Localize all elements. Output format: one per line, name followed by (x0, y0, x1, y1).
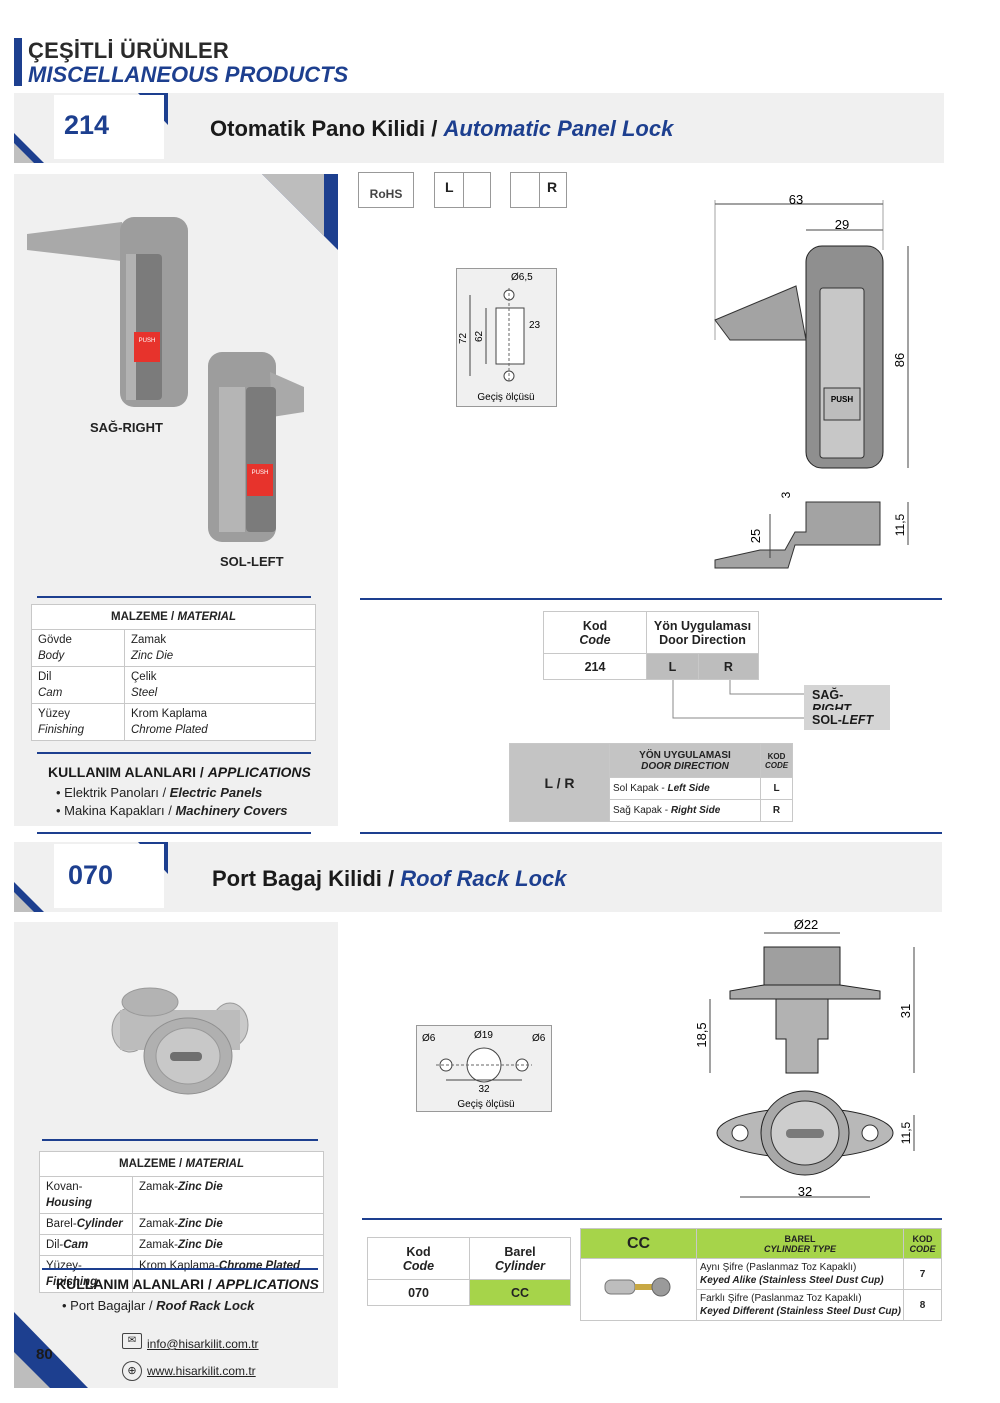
svg-text:29: 29 (835, 217, 849, 232)
svg-text:3: 3 (779, 491, 793, 498)
svg-text:63: 63 (789, 192, 803, 207)
website-link[interactable]: www.hisarkilit.com.tr (147, 1364, 256, 1378)
section-band-214 (14, 93, 944, 163)
divider (37, 596, 311, 598)
list-item: • Port Bagajlar / Roof Rack Lock (62, 1298, 255, 1313)
svg-text:Ø6: Ø6 (422, 1033, 436, 1044)
rohs-icon: RoHS (358, 172, 414, 208)
usage-list-070: • Port Bagajlar / Roof Rack Lock (62, 1297, 254, 1315)
svg-text:Ø22: Ø22 (794, 917, 819, 932)
divider (42, 1268, 318, 1270)
section-corner-decor (14, 842, 168, 912)
svg-text:PUSH: PUSH (831, 395, 853, 404)
section-corner-decor (14, 93, 168, 163)
svg-text:11,5: 11,5 (899, 1121, 913, 1144)
divider (360, 832, 942, 834)
globe-icon: ⊕ (122, 1361, 142, 1381)
label-left: SOL-LEFT (220, 554, 284, 569)
page-title-tr: ÇEŞİTLİ ÜRÜNLER (28, 38, 229, 63)
table-row: Aynı Şifre (Paslanmaz Toz Kapaklı)Keyed … (580, 1258, 942, 1321)
list-item: • Makina Kapakları / Machinery Covers (56, 803, 288, 818)
svg-text:86: 86 (892, 353, 907, 367)
svg-text:PUSH: PUSH (252, 470, 269, 476)
section-title-214: Otomatik Pano Kilidi / Automatic Panel L… (210, 116, 674, 141)
section-code-214: 214 (64, 110, 110, 140)
svg-text:31: 31 (898, 1004, 913, 1018)
product-photo-070 (111, 987, 249, 1095)
divider (360, 598, 942, 600)
divider (37, 752, 311, 754)
material-header: MALZEME / MATERIAL (39, 1151, 324, 1177)
svg-text:PUSH: PUSH (139, 338, 156, 344)
svg-text:72: 72 (458, 332, 469, 344)
svg-text:Ø6: Ø6 (532, 1033, 546, 1044)
page-number: 80 (36, 1346, 53, 1363)
technical-drawing-214: 63 29 PUSH 86 25 3 11,5 (714, 192, 909, 569)
door-right-icon: R (510, 172, 567, 208)
usage-title-214: KULLANIM ALANLARI / APPLICATIONS (48, 764, 311, 780)
list-item: • Elektrik Panoları / Electric Panels (56, 785, 263, 800)
usage-list-214: • Elektrik Panoları / Electric Panels • … (56, 784, 287, 820)
email-link[interactable]: info@hisarkilit.com.tr (147, 1337, 259, 1351)
svg-text:Ø19: Ø19 (474, 1030, 493, 1041)
svg-text:32: 32 (798, 1184, 812, 1199)
header-accent-bar (14, 38, 22, 86)
svg-text:25: 25 (748, 529, 763, 543)
tag-left: SOL-LEFT (804, 710, 890, 730)
cutout-drawing-070: Ø6 Ø19 Ø6 32 Geçiş ölçüsü (416, 1025, 552, 1112)
panel-corner-decor (262, 174, 338, 250)
divider (42, 1139, 318, 1141)
label-right: SAĞ-RIGHT (90, 420, 163, 435)
svg-text:32: 32 (478, 1084, 490, 1095)
svg-text:Ø6,5: Ø6,5 (511, 272, 533, 283)
email-icon: ✉ (122, 1333, 142, 1349)
svg-text:Geçiş ölçüsü: Geçiş ölçüsü (457, 1099, 514, 1110)
page-title-en: MISCELLANEOUS PRODUCTS (28, 62, 349, 87)
product-photo-214: PUSH PUSH (27, 217, 304, 542)
usage-title-070: KULLANIM ALANLARI / APPLICATIONS (56, 1276, 319, 1292)
divider (37, 832, 311, 834)
technical-drawing-070: Ø22 31 18,5 32 11,5 (694, 917, 915, 1199)
divider (362, 1218, 942, 1220)
cutout-drawing-214: Ø6,5 72 62 23 Geçiş ölçüsü (456, 268, 557, 407)
material-header: MALZEME / MATERIAL (31, 604, 316, 630)
svg-text:Geçiş ölçüsü: Geçiş ölçüsü (477, 392, 534, 403)
section-code-070: 070 (68, 860, 114, 890)
svg-text:11,5: 11,5 (893, 513, 907, 536)
section-title-070: Port Bagaj Kilidi / Roof Rack Lock (212, 866, 567, 891)
svg-text:18,5: 18,5 (694, 1022, 709, 1047)
section-band-070 (14, 842, 942, 912)
key-cylinder-image (580, 1258, 697, 1321)
door-left-icon: L (434, 172, 491, 208)
svg-text:62: 62 (474, 330, 485, 342)
footer-corner-decor (14, 1312, 88, 1388)
key-icon (604, 1277, 670, 1297)
svg-text:23: 23 (529, 320, 541, 331)
connector-lines (672, 680, 805, 719)
